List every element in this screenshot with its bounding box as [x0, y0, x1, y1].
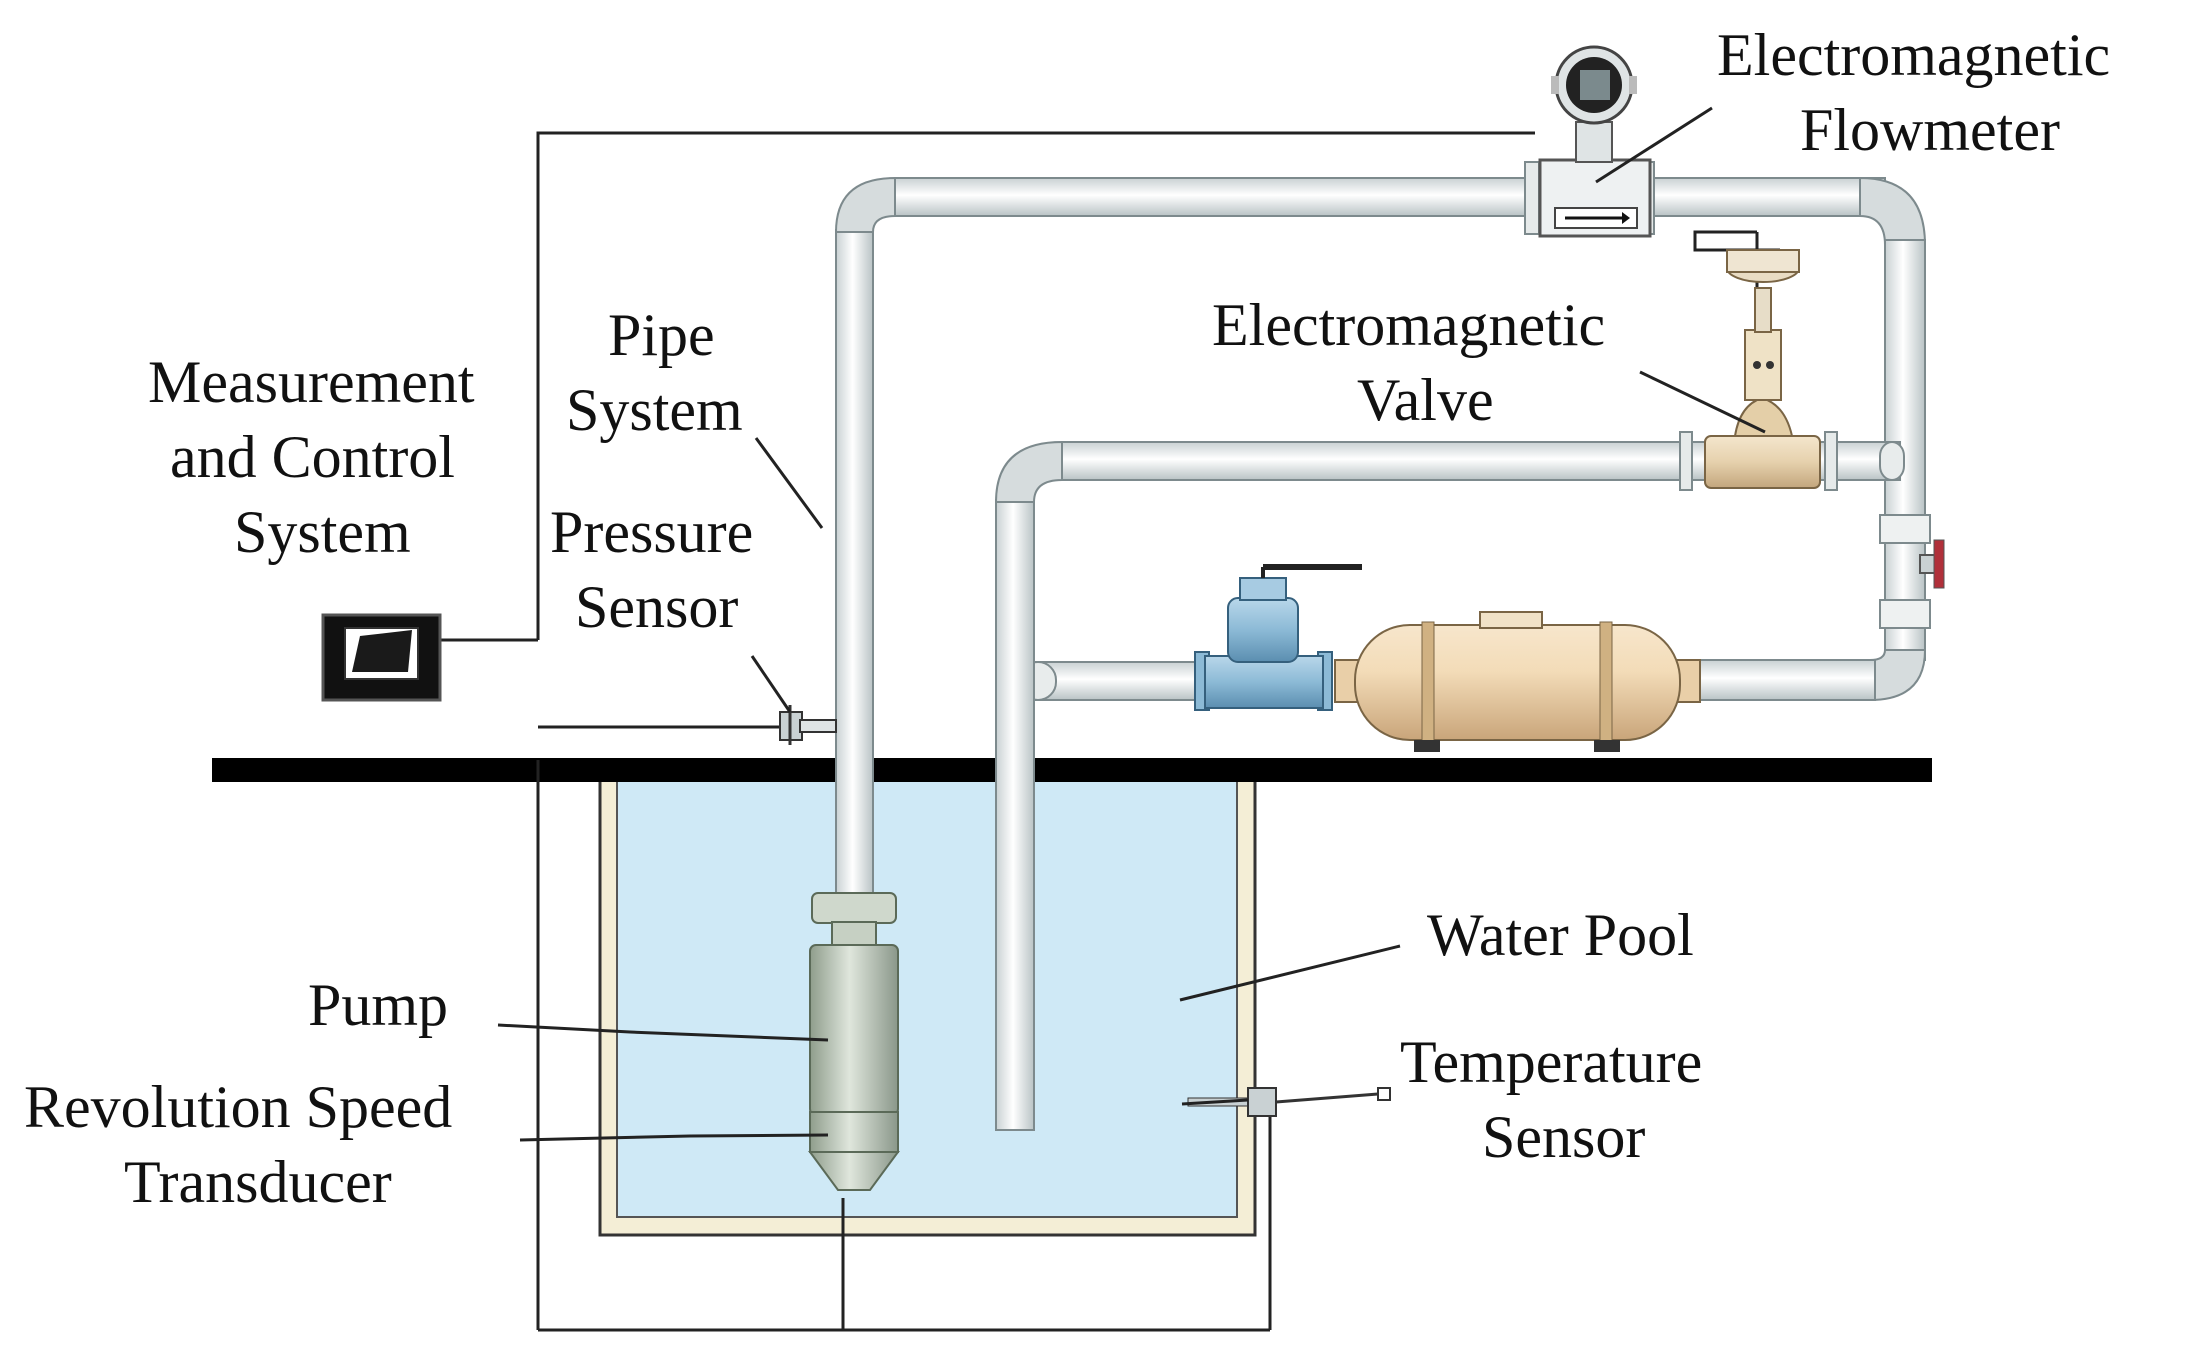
pressure-tank — [1334, 611, 1701, 752]
label-revolution-transducer-line2: Transducer — [124, 1149, 392, 1215]
measurement-control-device — [321, 613, 442, 702]
label-pipe-system-line2: System — [566, 377, 743, 443]
pump — [808, 892, 900, 1191]
label-electromagnetic-valve-line1: Electromagnetic — [1212, 292, 1605, 358]
label-pressure-sensor-line2: Sensor — [575, 574, 738, 640]
label-electromagnetic-flowmeter-line1: Electromagnetic — [1717, 22, 2110, 88]
pressure-sensor — [779, 705, 837, 745]
label-pressure-sensor-line1: Pressure — [550, 499, 753, 565]
label-measurement-line1: Measurement — [148, 349, 475, 415]
label-pump: Pump — [308, 972, 448, 1038]
label-measurement-line3: System — [234, 499, 411, 565]
label-electromagnetic-valve-line2: Valve — [1357, 367, 1494, 433]
label-pipe-system-line1: Pipe — [608, 302, 715, 368]
water-pool — [598, 773, 1257, 1237]
electromagnetic-flowmeter — [1538, 45, 1652, 238]
electromagnetic-valve — [1704, 249, 1821, 489]
label-measurement-line2: and Control — [170, 424, 455, 490]
leader-lines — [497, 106, 1766, 1142]
label-temperature-sensor-line2: Sensor — [1482, 1104, 1645, 1170]
label-electromagnetic-flowmeter-line2: Flowmeter — [1800, 97, 2060, 163]
strainer — [1194, 564, 1362, 711]
label-water-pool: Water Pool — [1427, 902, 1694, 968]
ground-slab — [212, 758, 1932, 782]
label-temperature-sensor-line1: Temperature — [1400, 1029, 1702, 1095]
drain-valve — [1919, 539, 1945, 589]
label-revolution-transducer-line1: Revolution Speed — [24, 1074, 452, 1140]
